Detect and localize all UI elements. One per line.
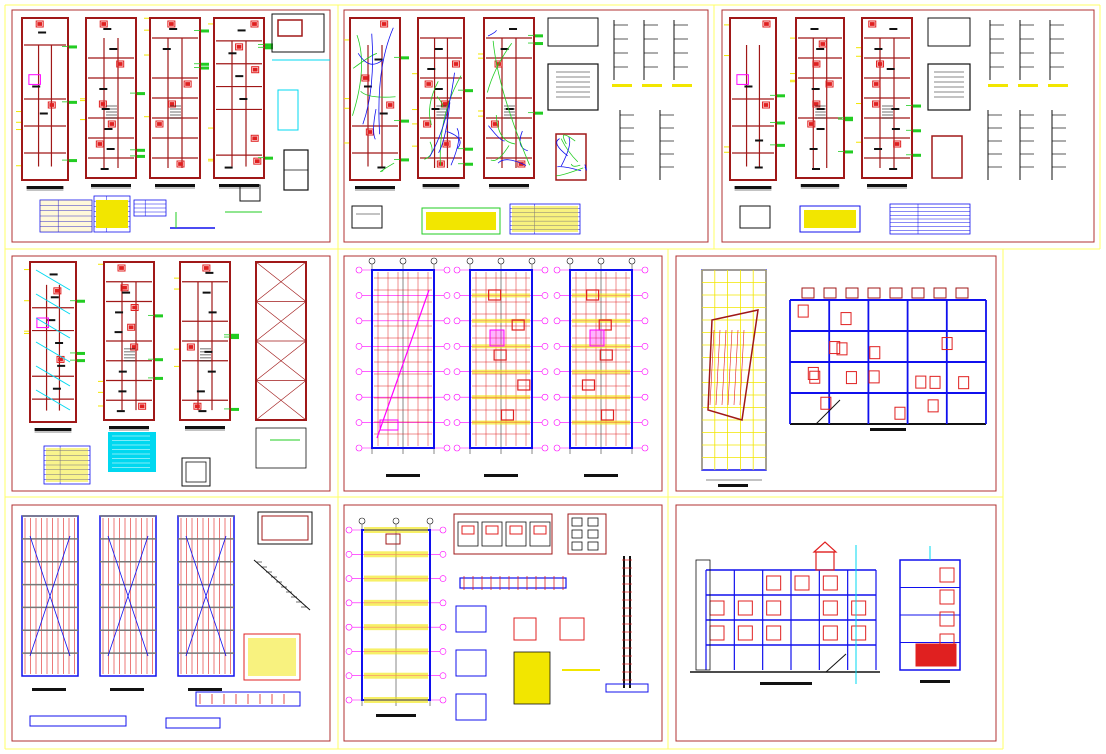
panel-plumbing-plans bbox=[11, 255, 331, 492]
panel-foundation-and-details bbox=[343, 504, 663, 742]
panel-slab-framing-plans bbox=[11, 504, 331, 742]
layout-grid bbox=[4, 4, 1101, 750]
panel-structural-floor-grids bbox=[343, 255, 663, 492]
panel-elevations bbox=[675, 504, 997, 742]
panel-sanitary-plans bbox=[721, 9, 1095, 243]
panel-electrical-plans bbox=[343, 9, 709, 243]
panel-architecture-floor-plans bbox=[11, 9, 331, 243]
panel-roof-and-section bbox=[675, 255, 997, 492]
